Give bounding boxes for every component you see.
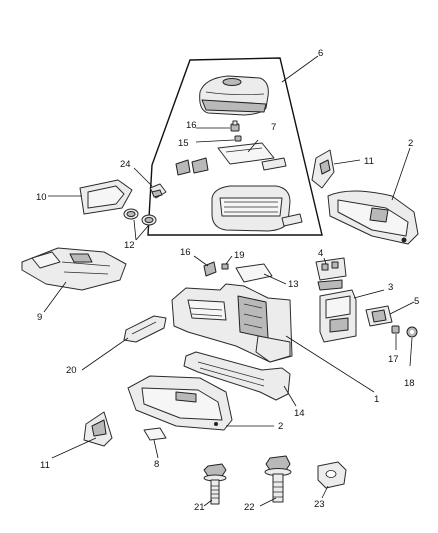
callout-3: 3	[388, 282, 393, 293]
small-clip-19	[221, 263, 229, 270]
cup-holder-insert-part	[319, 289, 357, 343]
lamp-socket-part	[391, 325, 400, 334]
bolt-part-22	[264, 455, 292, 503]
callout-1: 1	[374, 394, 379, 405]
screw-part-15	[234, 135, 242, 142]
foam-pad-part	[143, 427, 167, 441]
end-cap-part-lower	[83, 411, 113, 447]
callout-12: 12	[124, 240, 135, 251]
callout-21: 21	[194, 502, 205, 513]
callout-4: 4	[318, 248, 323, 259]
callout-10: 10	[36, 192, 47, 203]
clip-part-upper	[230, 120, 240, 132]
armrest-inset-outline	[147, 57, 323, 236]
storage-tray-part	[79, 179, 133, 215]
callout-8: 8	[154, 459, 159, 470]
hinge-parts	[175, 157, 287, 176]
armrest-lid-part	[199, 75, 269, 116]
leader-lines	[43, 55, 415, 507]
switch-module-part	[315, 257, 347, 291]
mat-plate-part	[235, 263, 273, 283]
callout-14: 14	[294, 408, 305, 419]
callout-11-upper: 11	[364, 156, 374, 167]
callout-labels: 6 7 16 15 24 10 12 9 11 2 16 19 13 4 3 5…	[36, 48, 419, 513]
callout-6: 6	[318, 48, 323, 59]
callout-16-upper: 16	[186, 120, 197, 131]
callout-2-upper: 2	[408, 138, 413, 149]
bolt-part-21	[203, 463, 227, 505]
callout-16-lower: 16	[180, 247, 191, 258]
lid-liner-part	[217, 142, 275, 165]
callout-19: 19	[234, 250, 245, 261]
callout-20: 20	[66, 365, 77, 376]
armrest-base-part	[211, 185, 291, 232]
power-outlet-bezel-part	[365, 305, 393, 327]
lid-latch-part	[281, 213, 303, 227]
front-bracket-part	[123, 315, 167, 343]
callout-22: 22	[244, 502, 255, 513]
nut-part-23	[317, 461, 347, 489]
side-trim-panel-upper	[327, 190, 419, 245]
callout-23: 23	[314, 499, 325, 510]
callout-11-lower: 11	[40, 460, 50, 471]
power-outlet-part	[406, 326, 418, 338]
side-trim-panel-lower	[127, 375, 233, 431]
front-bin-mat-part	[21, 247, 127, 291]
callout-18: 18	[404, 378, 415, 389]
callout-9: 9	[37, 312, 42, 323]
callout-17: 17	[388, 354, 399, 365]
callout-7: 7	[271, 122, 276, 133]
callout-15: 15	[178, 138, 189, 149]
end-cap-part-upper	[311, 149, 335, 189]
cup-holder-inserts-part	[123, 208, 157, 226]
console-body-part	[171, 283, 293, 363]
rear-support-part	[183, 351, 291, 401]
callout-13: 13	[288, 279, 299, 290]
callout-5: 5	[414, 296, 419, 307]
switch-bezel-part	[149, 183, 167, 199]
callout-2-lower: 2	[278, 421, 283, 432]
callout-24: 24	[120, 159, 131, 170]
